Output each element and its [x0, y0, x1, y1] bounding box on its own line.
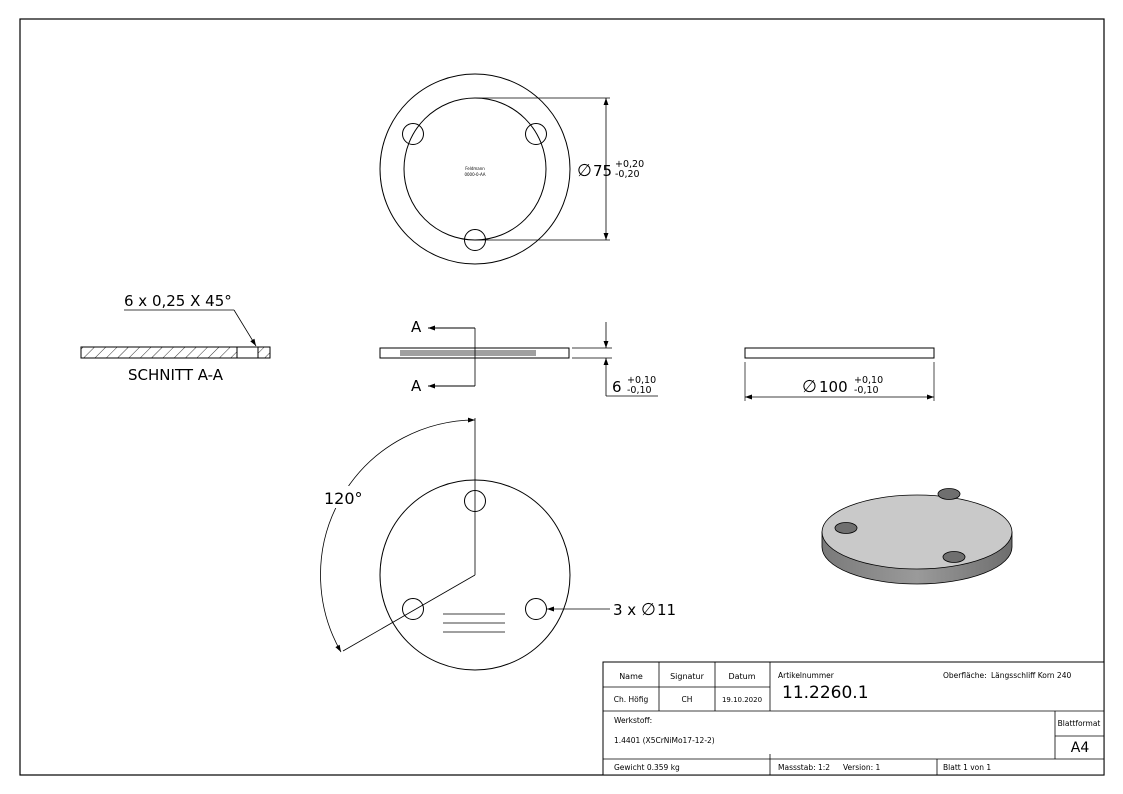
- bottom-view-hole-right: [525, 598, 547, 620]
- dim-100-diameter-symbol: ∅: [802, 377, 817, 397]
- dim-100-tol-upper: +0,10: [854, 375, 883, 386]
- title-block-frame: [602, 661, 1105, 776]
- tb-blatt: Blatt 1 von 1: [943, 763, 991, 772]
- sheet-border: [19, 18, 1105, 776]
- tb-werkstoff-value: 1.4401 (X5CrNiMo17-12-2): [614, 736, 715, 745]
- holes-note-diameter-symbol: ∅: [641, 600, 656, 620]
- tb-signatur-header: Signatur: [670, 672, 705, 681]
- tb-version: Version: 1: [843, 763, 880, 772]
- tb-massstab: Massstab: 1:2: [778, 763, 830, 772]
- dim-6-tol-upper: +0,10: [627, 375, 656, 386]
- iso-hole-1: [937, 488, 961, 500]
- section-body: [80, 346, 271, 359]
- top-view-outer-circle: [379, 73, 571, 265]
- side-view-plate: [744, 347, 935, 359]
- front-view-plate: [379, 347, 570, 359]
- side-view: ∅ 100 +0,10 -0,10: [744, 347, 935, 401]
- top-view-hole-left: [402, 123, 424, 145]
- chamfer-note: 6 x 0,25 X 45°: [124, 292, 232, 310]
- tb-signatur-value: CH: [682, 695, 693, 704]
- holes-note-prefix: 3 x: [613, 601, 636, 619]
- tb-artikelnummer-label: Artikelnummer: [778, 671, 835, 680]
- dim-6-tol-lower: -0,10: [627, 385, 652, 396]
- section-a-a-view: 6 x 0,25 X 45° SCHNITT A-A: [80, 292, 271, 384]
- dim-75-value: 75: [593, 162, 612, 180]
- dim-75-tol-upper: +0,20: [615, 159, 644, 170]
- isometric-view: [821, 488, 1013, 585]
- angle-label: 120°: [324, 489, 363, 508]
- tb-oberflaeche-value: Längsschliff Korn 240: [991, 671, 1071, 680]
- section-marker-top: A: [411, 318, 422, 336]
- section-marker-bottom: A: [411, 377, 422, 395]
- top-view-hole-right: [525, 123, 547, 145]
- iso-hole-3: [942, 551, 966, 563]
- logo-engraving-1: Feldmann: [465, 166, 485, 171]
- front-view: A A 6 +0,10 -0,10: [379, 318, 658, 397]
- holes-note-value: 11: [657, 601, 676, 619]
- angle-label-bg: [322, 486, 362, 508]
- angle-arc: [320, 417, 476, 653]
- tb-gewicht: Gewicht 0.359 kg: [614, 763, 680, 772]
- iso-top-face: [821, 494, 1013, 570]
- tb-name-value: Ch. Höfig: [614, 695, 649, 704]
- tb-datum-value: 19.10.2020: [722, 696, 762, 704]
- iso-hole-2: [834, 522, 858, 534]
- tb-name-header: Name: [619, 672, 643, 681]
- tb-datum-header: Datum: [728, 672, 755, 681]
- tb-blattformat-label: Blattformat: [1058, 719, 1101, 728]
- bottom-view: 120° 3 x ∅ 11: [320, 417, 676, 671]
- dim-75-diameter-symbol: ∅: [577, 161, 592, 181]
- tb-oberflaeche-label: Oberfläche:: [943, 671, 987, 680]
- dim-100-tol-lower: -0,10: [854, 385, 879, 396]
- bottom-view-hole-left: [402, 598, 424, 620]
- dim-75-tol-lower: -0,20: [615, 169, 640, 180]
- chamfer-leader-arrow: [233, 309, 257, 347]
- dim-6-value: 6: [612, 378, 622, 396]
- top-view: Feldmann 0000-0-AA ∅ 75 +0,20 -0,20: [379, 73, 644, 265]
- tb-blattformat-value: A4: [1071, 740, 1090, 756]
- title-block: Name Signatur Datum Ch. Höfig CH 19.10.2…: [602, 661, 1105, 776]
- logo-engraving-2: 0000-0-AA: [464, 172, 485, 177]
- section-title: SCHNITT A-A: [128, 366, 224, 384]
- section-hole-cutout: [236, 346, 259, 359]
- tb-werkstoff-label: Werkstoff:: [614, 716, 652, 725]
- tb-artikelnummer-value: 11.2260.1: [782, 683, 869, 703]
- dim-100-value: 100: [819, 378, 848, 396]
- angle-ref-line-diagonal: [342, 574, 476, 652]
